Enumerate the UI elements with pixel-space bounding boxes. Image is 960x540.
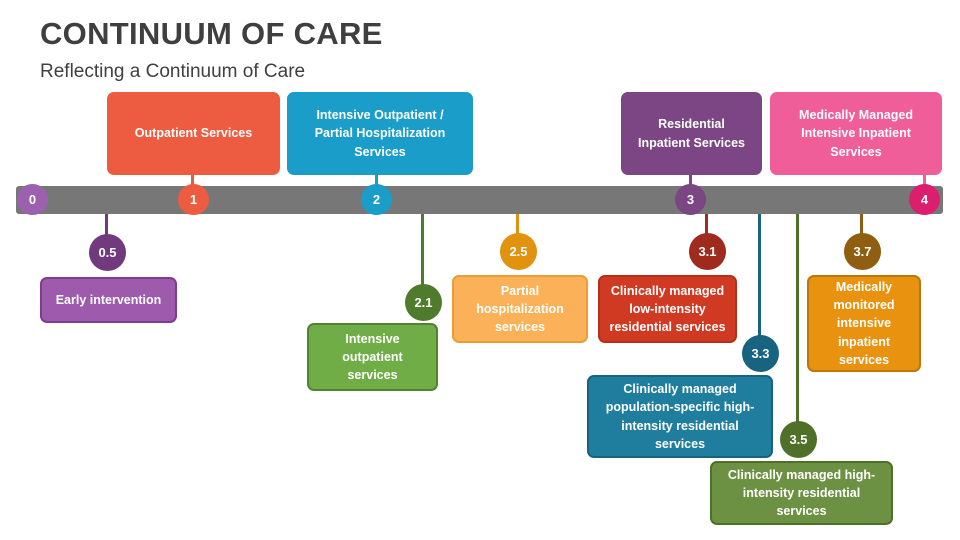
level-box-medically-monitored: Medically monitored intensive inpatient … <box>807 275 921 372</box>
level-circle-2-5-value: 2.5 <box>509 244 528 259</box>
level-box-population-specific-residential-label: Clinically managed population-specific h… <box>605 382 755 451</box>
level-circle-2-1: 2.1 <box>405 284 442 321</box>
level-box-medically-monitored-label: Medically monitored intensive inpatient … <box>833 280 895 367</box>
level-box-early-intervention-label: Early intervention <box>55 292 162 307</box>
level-circle-2-5: 2.5 <box>500 233 537 270</box>
level-circle-3-3-value: 3.3 <box>751 346 770 361</box>
timeline-marker-3-label: 3 <box>686 192 695 207</box>
level-circle-3-5: 3.5 <box>780 421 817 458</box>
level-box-low-intensity-residential: Clinically managed low-intensity residen… <box>598 275 737 343</box>
level-stem-3-3 <box>758 213 761 337</box>
stage-box-medically-managed-services-label: Medically Managed Intensive Inpatient Se… <box>799 108 913 159</box>
level-circle-3-1: 3.1 <box>689 233 726 270</box>
timeline-marker-2-label: 2 <box>372 192 381 207</box>
timeline-marker-4: 4 <box>909 184 940 215</box>
level-box-intensive-outpatient-label: Intensive outpatient services <box>342 331 403 383</box>
level-circle-0-5-value: 0.5 <box>98 245 117 260</box>
level-circle-3-5-value: 3.5 <box>789 432 808 447</box>
level-box-low-intensity-residential-label: Clinically managed low-intensity residen… <box>609 283 726 335</box>
timeline-marker-2: 2 <box>361 184 392 215</box>
level-circle-3-7: 3.7 <box>844 233 881 270</box>
level-box-high-intensity-residential: Clinically managed high-intensity reside… <box>710 461 893 525</box>
stage-box-intensive-outpatient-services: Intensive Outpatient / Partial Hospitali… <box>287 92 473 175</box>
level-circle-3-1-value: 3.1 <box>698 244 717 259</box>
stage-box-medically-managed-services: Medically Managed Intensive Inpatient Se… <box>770 92 942 175</box>
timeline-bar <box>16 186 943 214</box>
page-title: CONTINUUM OF CARE <box>40 16 383 51</box>
level-circle-3-7-value: 3.7 <box>853 244 872 259</box>
level-box-partial-hospitalization-label: Partial hospitalization services <box>476 283 564 335</box>
timeline-marker-0-label: 0 <box>28 192 37 207</box>
level-box-early-intervention: Early intervention <box>40 277 177 323</box>
level-box-population-specific-residential: Clinically managed population-specific h… <box>587 375 773 458</box>
page-subtitle: Reflecting a Continuum of Care <box>40 61 306 82</box>
timeline-marker-1: 1 <box>178 184 209 215</box>
level-circle-0-5: 0.5 <box>89 234 126 271</box>
timeline-marker-0: 0 <box>17 184 48 215</box>
level-stem-0-5 <box>105 213 108 237</box>
stage-box-intensive-outpatient-services-label: Intensive Outpatient / Partial Hospitali… <box>314 108 446 159</box>
level-box-high-intensity-residential-label: Clinically managed high-intensity reside… <box>727 467 876 519</box>
level-stem-3-7 <box>860 213 863 236</box>
level-stem-3-5 <box>796 213 799 423</box>
stage-box-residential-inpatient-services-label: Residential Inpatient Services <box>638 117 745 150</box>
level-stem-3-1 <box>705 213 708 236</box>
stage-box-residential-inpatient-services: Residential Inpatient Services <box>621 92 762 175</box>
timeline-marker-4-label: 4 <box>920 192 929 207</box>
timeline-marker-1-label: 1 <box>189 192 198 207</box>
level-circle-3-3: 3.3 <box>742 335 779 372</box>
level-box-intensive-outpatient: Intensive outpatient services <box>307 323 438 391</box>
timeline-marker-3: 3 <box>675 184 706 215</box>
level-stem-2-5 <box>516 213 519 236</box>
stage-box-outpatient-services: Outpatient Services <box>107 92 280 175</box>
stage-box-outpatient-services-label: Outpatient Services <box>134 126 253 141</box>
level-circle-2-1-value: 2.1 <box>414 295 433 310</box>
level-box-partial-hospitalization: Partial hospitalization services <box>452 275 588 343</box>
level-stem-2-1 <box>421 213 424 287</box>
